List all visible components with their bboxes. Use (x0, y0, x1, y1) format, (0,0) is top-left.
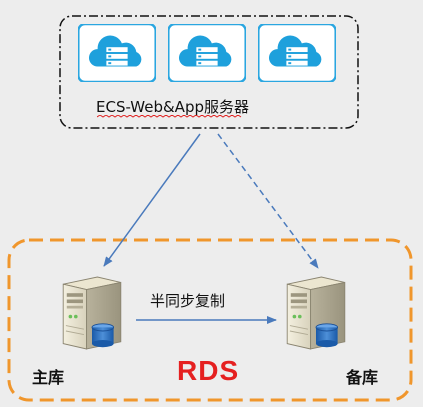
ecs-group-label: ECS-Web&App服务器 (96, 98, 249, 116)
rds-group-label: RDS (177, 355, 240, 386)
ecs-to-primary-arrow (103, 133, 201, 267)
primary-db-server-icon (62, 276, 122, 350)
standby-db-server-icon (286, 276, 346, 350)
cloud-server-icon (78, 24, 156, 82)
ecs-to-standby-arrow (217, 133, 319, 269)
replication-label: 半同步复制 (150, 292, 226, 310)
ecs-group-border (59, 15, 359, 129)
spellcheck-underline (97, 115, 242, 118)
rds-group-border (7, 238, 413, 402)
standby-db-label: 备库 (346, 368, 379, 387)
cloud-server-icon (258, 24, 336, 82)
primary-db-label: 主库 (32, 368, 65, 387)
cloud-server-icon (168, 24, 246, 82)
